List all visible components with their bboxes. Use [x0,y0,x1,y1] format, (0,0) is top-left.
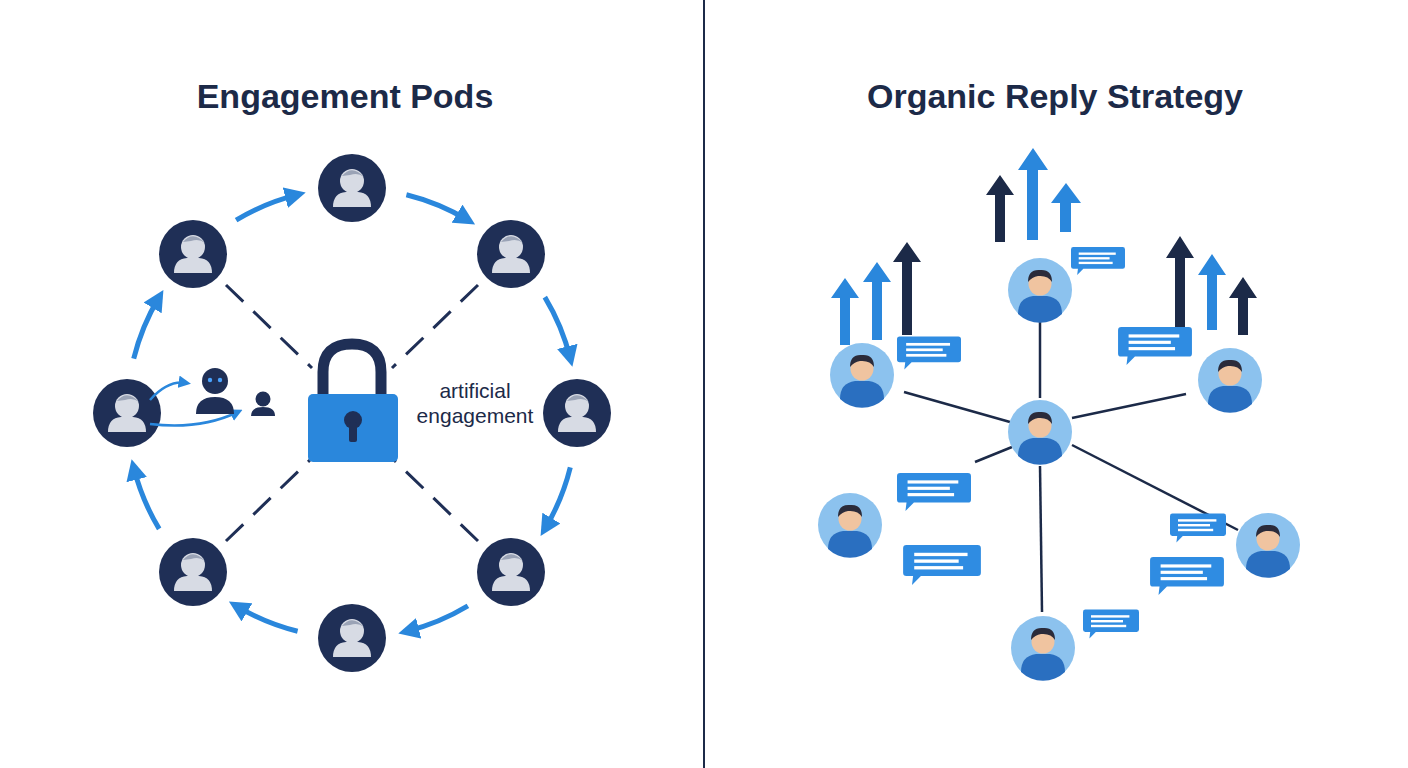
panel-heading: Engagement Pods [135,76,555,117]
network-people [818,258,1300,681]
ring-arrows [116,177,589,650]
bot-accounts [150,368,275,426]
panel-heading: Organic Reply Strategy [825,76,1285,117]
lock-icon [308,344,398,462]
panel-divider [703,0,705,768]
pod-members [93,154,611,672]
chat-bubbles [897,247,1226,638]
growth-arrows [831,148,1257,345]
network-lines [904,322,1238,612]
lock-label: artificial engagement [405,378,545,428]
